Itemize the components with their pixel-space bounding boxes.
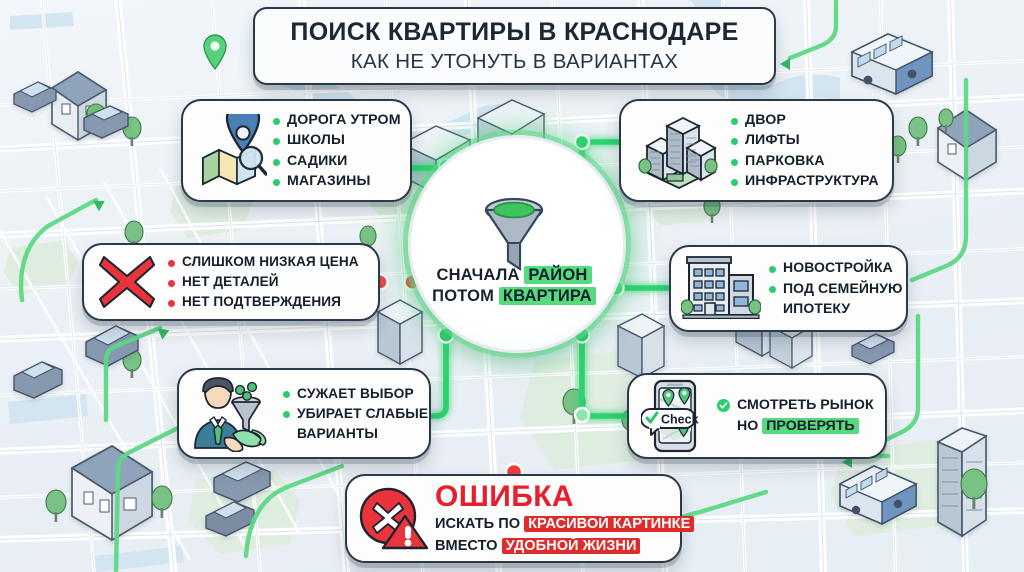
- list-item: ПОД СЕМЕЙНУЮ: [769, 280, 903, 297]
- bullet-spacer: [283, 432, 290, 439]
- error-cross-warning-icon: [359, 487, 429, 549]
- mistake-highlight-2: УДОБНОЙ ЖИЗНИ: [501, 537, 641, 554]
- card-red-flags[interactable]: СЛИШКОМ НИЗКАЯ ЦЕНА НЕТ ДЕТАЛЕЙ НЕТ ПОДТ…: [82, 243, 380, 321]
- center-hub: СНАЧАЛА РАЙОН ПОТОМ КВАРТИРА: [408, 135, 626, 353]
- bullet-dot: [273, 138, 280, 146]
- bullet-dot: [769, 266, 776, 274]
- bullet-dot: [273, 179, 280, 187]
- check-badge-label: Check: [661, 412, 699, 426]
- bullet-spacer: [769, 307, 776, 314]
- market-check-line-2: НО ПРОВЕРЯТЬ: [737, 417, 874, 436]
- list-item: ВАРИАНТЫ: [283, 426, 428, 442]
- map-car-icon: [851, 333, 895, 365]
- mistake-title: ОШИБКА: [435, 479, 574, 513]
- new-build-list: НОВОСТРОЙКА ПОД СЕМЕЙНУЮ ИПОТЕКУ: [769, 258, 903, 319]
- city-towers-icon: [638, 116, 718, 189]
- card-market-check[interactable]: Check СМОТРЕТЬ РЫНОК НО ПРОВЕРЯТЬ: [627, 373, 887, 459]
- card-location-criteria[interactable]: ДОРОГА УТРОМ ШКОЛЫ САДИКИ МАГАЗИНЫ: [181, 99, 412, 202]
- map-car-icon: [83, 105, 129, 139]
- map-car-icon: [213, 461, 271, 503]
- mistake-text: ОШИБКА ИСКАТЬ ПО КРАСИВОЙ КАРТИНКЕ ВМЕСТ…: [435, 479, 695, 556]
- bullet-dot: [273, 117, 280, 125]
- map-bus-icon: [850, 33, 934, 96]
- building-criteria-list: ДВОР ЛИФТЫ ПАРКОВКА ИНФРАСТРУКТУРА: [731, 109, 879, 191]
- list-item: УБИРАЕТ СЛАБЫЕ: [283, 406, 428, 422]
- location-criteria-list: ДОРОГА УТРОМ ШКОЛЫ САДИКИ МАГАЗИНЫ: [273, 109, 401, 191]
- list-item: МАГАЗИНЫ: [273, 173, 401, 189]
- list-item: ЛИФТЫ: [731, 132, 879, 148]
- bullet-dot: [283, 391, 290, 399]
- bullet-dot: [731, 158, 738, 166]
- businessman-funnel-icon: [194, 376, 267, 452]
- map-car-icon: [13, 361, 63, 399]
- funnel-icon: [484, 197, 544, 271]
- bullet-dot: [168, 260, 175, 268]
- bullet-dot: [731, 138, 738, 146]
- page-subtitle: КАК НЕ УТОНУТЬ В ВАРИАНТАХ: [350, 49, 679, 73]
- card-agent-value[interactable]: СУЖАЕТ ВЫБОР УБИРАЕТ СЛАБЫЕ ВАРИАНТЫ: [177, 368, 431, 459]
- bullet-dot: [731, 117, 738, 125]
- card-building-criteria[interactable]: ДВОР ЛИФТЫ ПАРКОВКА ИНФРАСТРУКТУРА: [619, 99, 894, 202]
- list-item: СУЖАЕТ ВЫБОР: [283, 386, 428, 402]
- mistake-highlight-1: КРАСИВОЙ КАРТИНКЕ: [524, 515, 695, 532]
- hub-text: СНАЧАЛА РАЙОН ПОТОМ КВАРТИРА: [408, 265, 620, 308]
- market-check-text: СМОТРЕТЬ РЫНОК НО ПРОВЕРЯТЬ: [717, 397, 874, 435]
- hub-line-1: СНАЧАЛА РАЙОН: [408, 265, 620, 286]
- page-title: ПОИСК КВАРТИРЫ В КРАСНОДАРЕ: [290, 17, 739, 46]
- list-item: СЛИШКОМ НИЗКАЯ ЦЕНА: [168, 254, 359, 269]
- apartment-building-icon: [681, 255, 761, 319]
- bullet-dot: [769, 286, 776, 294]
- card-common-mistake[interactable]: ОШИБКА ИСКАТЬ ПО КРАСИВОЙ КАРТИНКЕ ВМЕСТ…: [345, 474, 695, 563]
- mistake-line-2: ВМЕСТО УДОБНОЙ ЖИЗНИ: [435, 537, 694, 556]
- check-circle-icon: [717, 398, 730, 412]
- market-check-highlight: ПРОВЕРЯТЬ: [762, 417, 859, 434]
- bullet-dot: [283, 411, 290, 419]
- list-item: ШКОЛЫ: [273, 132, 401, 148]
- bullet-dot: [731, 179, 738, 187]
- bullet-dot: [168, 299, 175, 307]
- red-flags-list: СЛИШКОМ НИЗКАЯ ЦЕНА НЕТ ДЕТАЛЕЙ НЕТ ПОДТ…: [168, 252, 359, 312]
- list-item: ДОРОГА УТРОМ: [273, 112, 401, 128]
- list-item: ИПОТЕКУ: [769, 300, 903, 317]
- card-new-build[interactable]: НОВОСТРОЙКА ПОД СЕМЕЙНУЮ ИПОТЕКУ: [669, 245, 908, 332]
- map-house-icon: [70, 445, 154, 542]
- list-item: САДИКИ: [273, 153, 401, 169]
- mistake-line-1: ИСКАТЬ ПО КРАСИВОЙ КАРТИНКЕ: [435, 515, 695, 534]
- map-pin-search-icon: [202, 113, 267, 186]
- bullet-dot: [273, 158, 280, 166]
- market-check-line-1: СМОТРЕТЬ РЫНОК: [737, 396, 874, 413]
- hub-line-2: ПОТОМ КВАРТИРА: [408, 286, 620, 307]
- list-item: НОВОСТРОЙКА: [769, 259, 903, 276]
- list-item: НЕТ ДЕТАЛЕЙ: [168, 274, 359, 289]
- map-pin-icon: [203, 34, 227, 71]
- list-item: ПАРКОВКА: [731, 153, 879, 169]
- hub-highlight-apartment: КВАРТИРА: [498, 287, 596, 306]
- map-car-icon: [13, 81, 57, 113]
- bullet-dot: [168, 279, 175, 287]
- hub-highlight-district: РАЙОН: [524, 266, 592, 284]
- phone-map-check-icon: Check: [641, 379, 699, 453]
- list-item: ИНФРАСТРУКТУРА: [731, 173, 879, 189]
- map-tower-icon: [616, 313, 666, 380]
- map-bus-icon: [838, 465, 918, 526]
- map-tower-icon: [376, 299, 424, 366]
- agent-value-list: СУЖАЕТ ВЫБОР УБИРАЕТ СЛАБЫЕ ВАРИАНТЫ: [283, 383, 428, 443]
- list-item: НЕТ ПОДТВЕРЖДЕНИЯ: [168, 294, 359, 309]
- red-cross-icon: [98, 255, 156, 309]
- list-item: ДВОР: [731, 112, 879, 128]
- page-title-card: ПОИСК КВАРТИРЫ В КРАСНОДАРЕ КАК НЕ УТОНУ…: [253, 7, 776, 85]
